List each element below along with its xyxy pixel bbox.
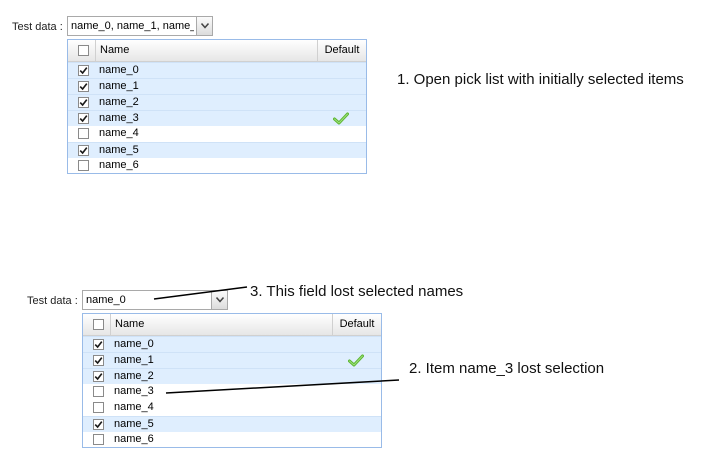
grid-header: Name Default bbox=[83, 314, 381, 336]
dropdown-button[interactable] bbox=[211, 291, 227, 309]
row-checkbox[interactable] bbox=[93, 371, 104, 382]
list-item[interactable]: name_6 bbox=[83, 432, 381, 448]
row-name: name_6 bbox=[114, 433, 154, 445]
row-checkbox[interactable] bbox=[78, 128, 89, 139]
row-name: name_0 bbox=[114, 338, 154, 350]
row-name: name_3 bbox=[99, 112, 139, 124]
annotation-2: 2. Item name_3 lost selection bbox=[409, 360, 605, 377]
row-checkbox[interactable] bbox=[78, 145, 89, 156]
list-item[interactable]: name_4 bbox=[68, 126, 366, 142]
grid-header: Name Default bbox=[68, 40, 366, 62]
check-icon bbox=[79, 147, 88, 155]
header-default[interactable]: Default bbox=[332, 314, 381, 335]
header-name[interactable]: Name bbox=[100, 44, 130, 56]
green-checkmark-icon bbox=[348, 354, 364, 370]
check-icon bbox=[79, 115, 88, 123]
test-data-label: Test data : bbox=[12, 21, 63, 33]
row-checkbox[interactable] bbox=[93, 434, 104, 445]
row-name: name_2 bbox=[114, 370, 154, 382]
row-name: name_1 bbox=[99, 80, 139, 92]
row-checkbox[interactable] bbox=[78, 113, 89, 124]
list-item[interactable]: name_0 bbox=[68, 62, 366, 78]
row-checkbox[interactable] bbox=[78, 160, 89, 171]
chevron-down-icon bbox=[201, 23, 209, 29]
row-checkbox[interactable] bbox=[93, 419, 104, 430]
row-name: name_4 bbox=[99, 127, 139, 139]
header-default[interactable]: Default bbox=[317, 40, 366, 61]
test-data-value: name_0, name_1, name_2 bbox=[71, 20, 194, 32]
test-data-combo[interactable]: name_0, name_1, name_2 bbox=[67, 16, 213, 36]
row-checkbox[interactable] bbox=[78, 65, 89, 76]
list-item[interactable]: name_2 bbox=[68, 94, 366, 110]
select-all-checkbox[interactable] bbox=[78, 45, 89, 56]
list-item[interactable]: name_6 bbox=[68, 158, 366, 174]
annotation-line-item bbox=[165, 379, 400, 394]
list-item[interactable]: name_0 bbox=[83, 336, 381, 352]
check-icon bbox=[94, 421, 103, 429]
annotation-line-field bbox=[153, 286, 248, 300]
row-name: name_6 bbox=[99, 159, 139, 171]
annotation-3: 3. This field lost selected names bbox=[250, 283, 464, 300]
row-name: name_2 bbox=[99, 96, 139, 108]
annotation-1: 1. Open pick list with initially selecte… bbox=[397, 71, 684, 88]
row-name: name_5 bbox=[99, 144, 139, 156]
row-name: name_3 bbox=[114, 385, 154, 397]
check-icon bbox=[94, 341, 103, 349]
check-icon bbox=[79, 67, 88, 75]
test-data-combo[interactable]: name_0 bbox=[82, 290, 228, 310]
list-item[interactable]: name_5 bbox=[68, 142, 366, 158]
list-item[interactable]: name_5 bbox=[83, 416, 381, 432]
row-name: name_1 bbox=[114, 354, 154, 366]
row-name: name_5 bbox=[114, 418, 154, 430]
row-name: name_0 bbox=[99, 64, 139, 76]
dropdown-button[interactable] bbox=[196, 17, 212, 35]
list-item[interactable]: name_2 bbox=[83, 368, 381, 384]
test-data-value: name_0 bbox=[86, 294, 126, 306]
row-checkbox[interactable] bbox=[78, 97, 89, 108]
green-checkmark-icon bbox=[333, 112, 349, 128]
check-icon bbox=[94, 357, 103, 365]
row-checkbox[interactable] bbox=[78, 81, 89, 92]
row-checkbox[interactable] bbox=[93, 339, 104, 350]
row-checkbox[interactable] bbox=[93, 355, 104, 366]
list-item[interactable]: name_3 bbox=[68, 110, 366, 126]
check-icon bbox=[79, 99, 88, 107]
list-item[interactable]: name_4 bbox=[83, 400, 381, 416]
list-item[interactable]: name_1 bbox=[83, 352, 381, 368]
row-name: name_4 bbox=[114, 401, 154, 413]
row-checkbox[interactable] bbox=[93, 402, 104, 413]
list-item[interactable]: name_3 bbox=[83, 384, 381, 400]
chevron-down-icon bbox=[216, 297, 224, 303]
select-all-checkbox[interactable] bbox=[93, 319, 104, 330]
row-checkbox[interactable] bbox=[93, 386, 104, 397]
check-icon bbox=[94, 373, 103, 381]
test-data-label: Test data : bbox=[27, 295, 78, 307]
list-item[interactable]: name_1 bbox=[68, 78, 366, 94]
header-name[interactable]: Name bbox=[115, 318, 145, 330]
check-icon bbox=[79, 83, 88, 91]
